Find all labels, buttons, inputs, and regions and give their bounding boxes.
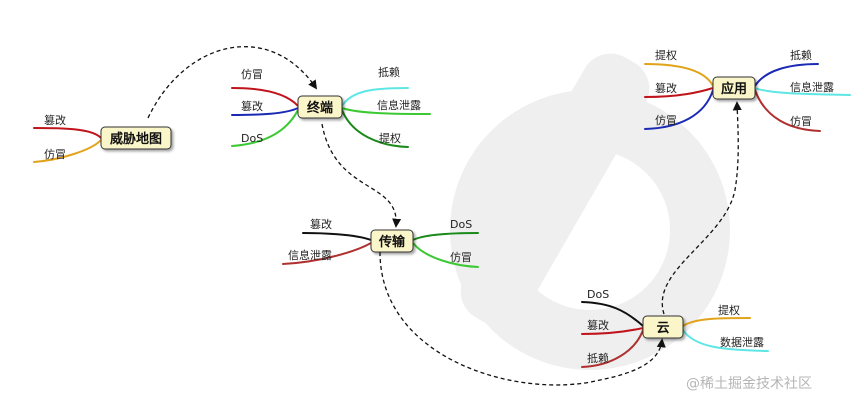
application-node-label: 应用 (721, 81, 747, 97)
cloud-node[interactable]: 云 (642, 315, 684, 339)
cloud-branch-line-4 (682, 329, 769, 352)
cloud-branch-line-0 (581, 301, 644, 327)
cloud-branch-label-1: 篡改 (587, 318, 609, 332)
cloud-node-box[interactable] (642, 315, 684, 339)
connector-terminal-to-transport (321, 123, 402, 228)
terminal-branch-label-4: 信息泄露 (377, 98, 421, 112)
transport-node[interactable]: 传输 (370, 229, 414, 253)
cloud-branch-line-1 (581, 327, 644, 335)
cloud-branch-label-0: DoS (587, 288, 609, 301)
application-branch-line-0 (644, 63, 714, 87)
application-node-box[interactable] (712, 76, 756, 100)
terminal-branch-line-1 (231, 107, 299, 116)
threat_map-node-box[interactable] (100, 126, 172, 150)
connector-transport-to-cloud (379, 251, 666, 386)
threat_map-node-label: 威胁地图 (110, 131, 162, 147)
threat_map-branch-line-1 (33, 139, 102, 163)
terminal-branch-label-3: 抵赖 (378, 65, 400, 79)
terminal-branch-line-3 (341, 87, 409, 107)
threat_map-branch-label-1: 仿冒 (44, 148, 66, 161)
application-branch-line-2 (644, 89, 714, 130)
transport-branch-label-3: 仿冒 (450, 251, 472, 264)
cloud-node-label: 云 (656, 321, 669, 336)
application-node[interactable]: 应用 (712, 76, 756, 100)
threat_map-node[interactable]: 威胁地图 (100, 126, 172, 150)
transport-branch-label-2: DoS (450, 218, 472, 231)
threat_map-branch-label-0: 篡改 (44, 113, 66, 127)
cloud-branch-label-3: 提权 (718, 304, 740, 317)
application-branch-label-2: 仿冒 (655, 114, 677, 127)
transport-branch-line-1 (282, 242, 372, 265)
branches: 篡改仿冒仿冒篡改DoS抵赖信息泄露提权篡改信息泄露DoS仿冒DoS篡改抵赖提权数… (33, 48, 851, 368)
transport-branch-line-2 (412, 232, 479, 241)
terminal-branch-label-5: 提权 (379, 132, 401, 145)
watermark-text: @稀土掘金技术社区 (686, 376, 812, 392)
application-branch-line-5 (754, 89, 821, 132)
connector-cloud-to-application (661, 101, 742, 315)
terminal-branch-label-1: 篡改 (241, 99, 263, 113)
application-branch-label-5: 仿冒 (790, 115, 812, 128)
terminal-branch-line-2 (231, 109, 299, 147)
transport-node-label: 传输 (378, 234, 406, 250)
application-branch-label-3: 抵赖 (790, 48, 812, 62)
transport-branch-line-0 (302, 232, 372, 241)
terminal-node[interactable]: 终端 (297, 95, 343, 119)
transport-node-box[interactable] (370, 229, 414, 253)
connectors (147, 46, 742, 386)
cloud-branch-line-3 (682, 317, 751, 327)
application-branch-line-3 (754, 63, 819, 87)
application-branch-line-4 (754, 87, 851, 96)
terminal-branch-line-4 (341, 107, 431, 115)
application-branch-line-1 (644, 87, 714, 98)
transport-branch-line-3 (412, 242, 479, 268)
connector-threat-to-terminal (147, 46, 318, 119)
application-branch-label-0: 提权 (655, 49, 677, 62)
terminal-branch-label-0: 仿冒 (241, 68, 263, 81)
terminal-node-box[interactable] (297, 95, 343, 119)
threat_map-branch-line-0 (33, 127, 102, 139)
cloud-branch-label-2: 抵赖 (587, 351, 609, 365)
cloud-branch-line-2 (581, 329, 644, 368)
terminal-node-label: 终端 (307, 100, 333, 116)
terminal-branch-label-2: DoS (241, 132, 263, 145)
terminal-branch-line-0 (231, 87, 299, 107)
terminal-branch-line-5 (341, 109, 409, 148)
transport-branch-label-0: 篡改 (310, 217, 332, 231)
cloud-branch-label-4: 数据泄露 (720, 335, 764, 349)
background-watermark-shapes (450, 53, 730, 370)
application-branch-label-1: 篡改 (655, 81, 677, 95)
transport-branch-label-1: 信息泄露 (288, 248, 332, 262)
application-branch-label-4: 信息泄露 (790, 80, 834, 94)
